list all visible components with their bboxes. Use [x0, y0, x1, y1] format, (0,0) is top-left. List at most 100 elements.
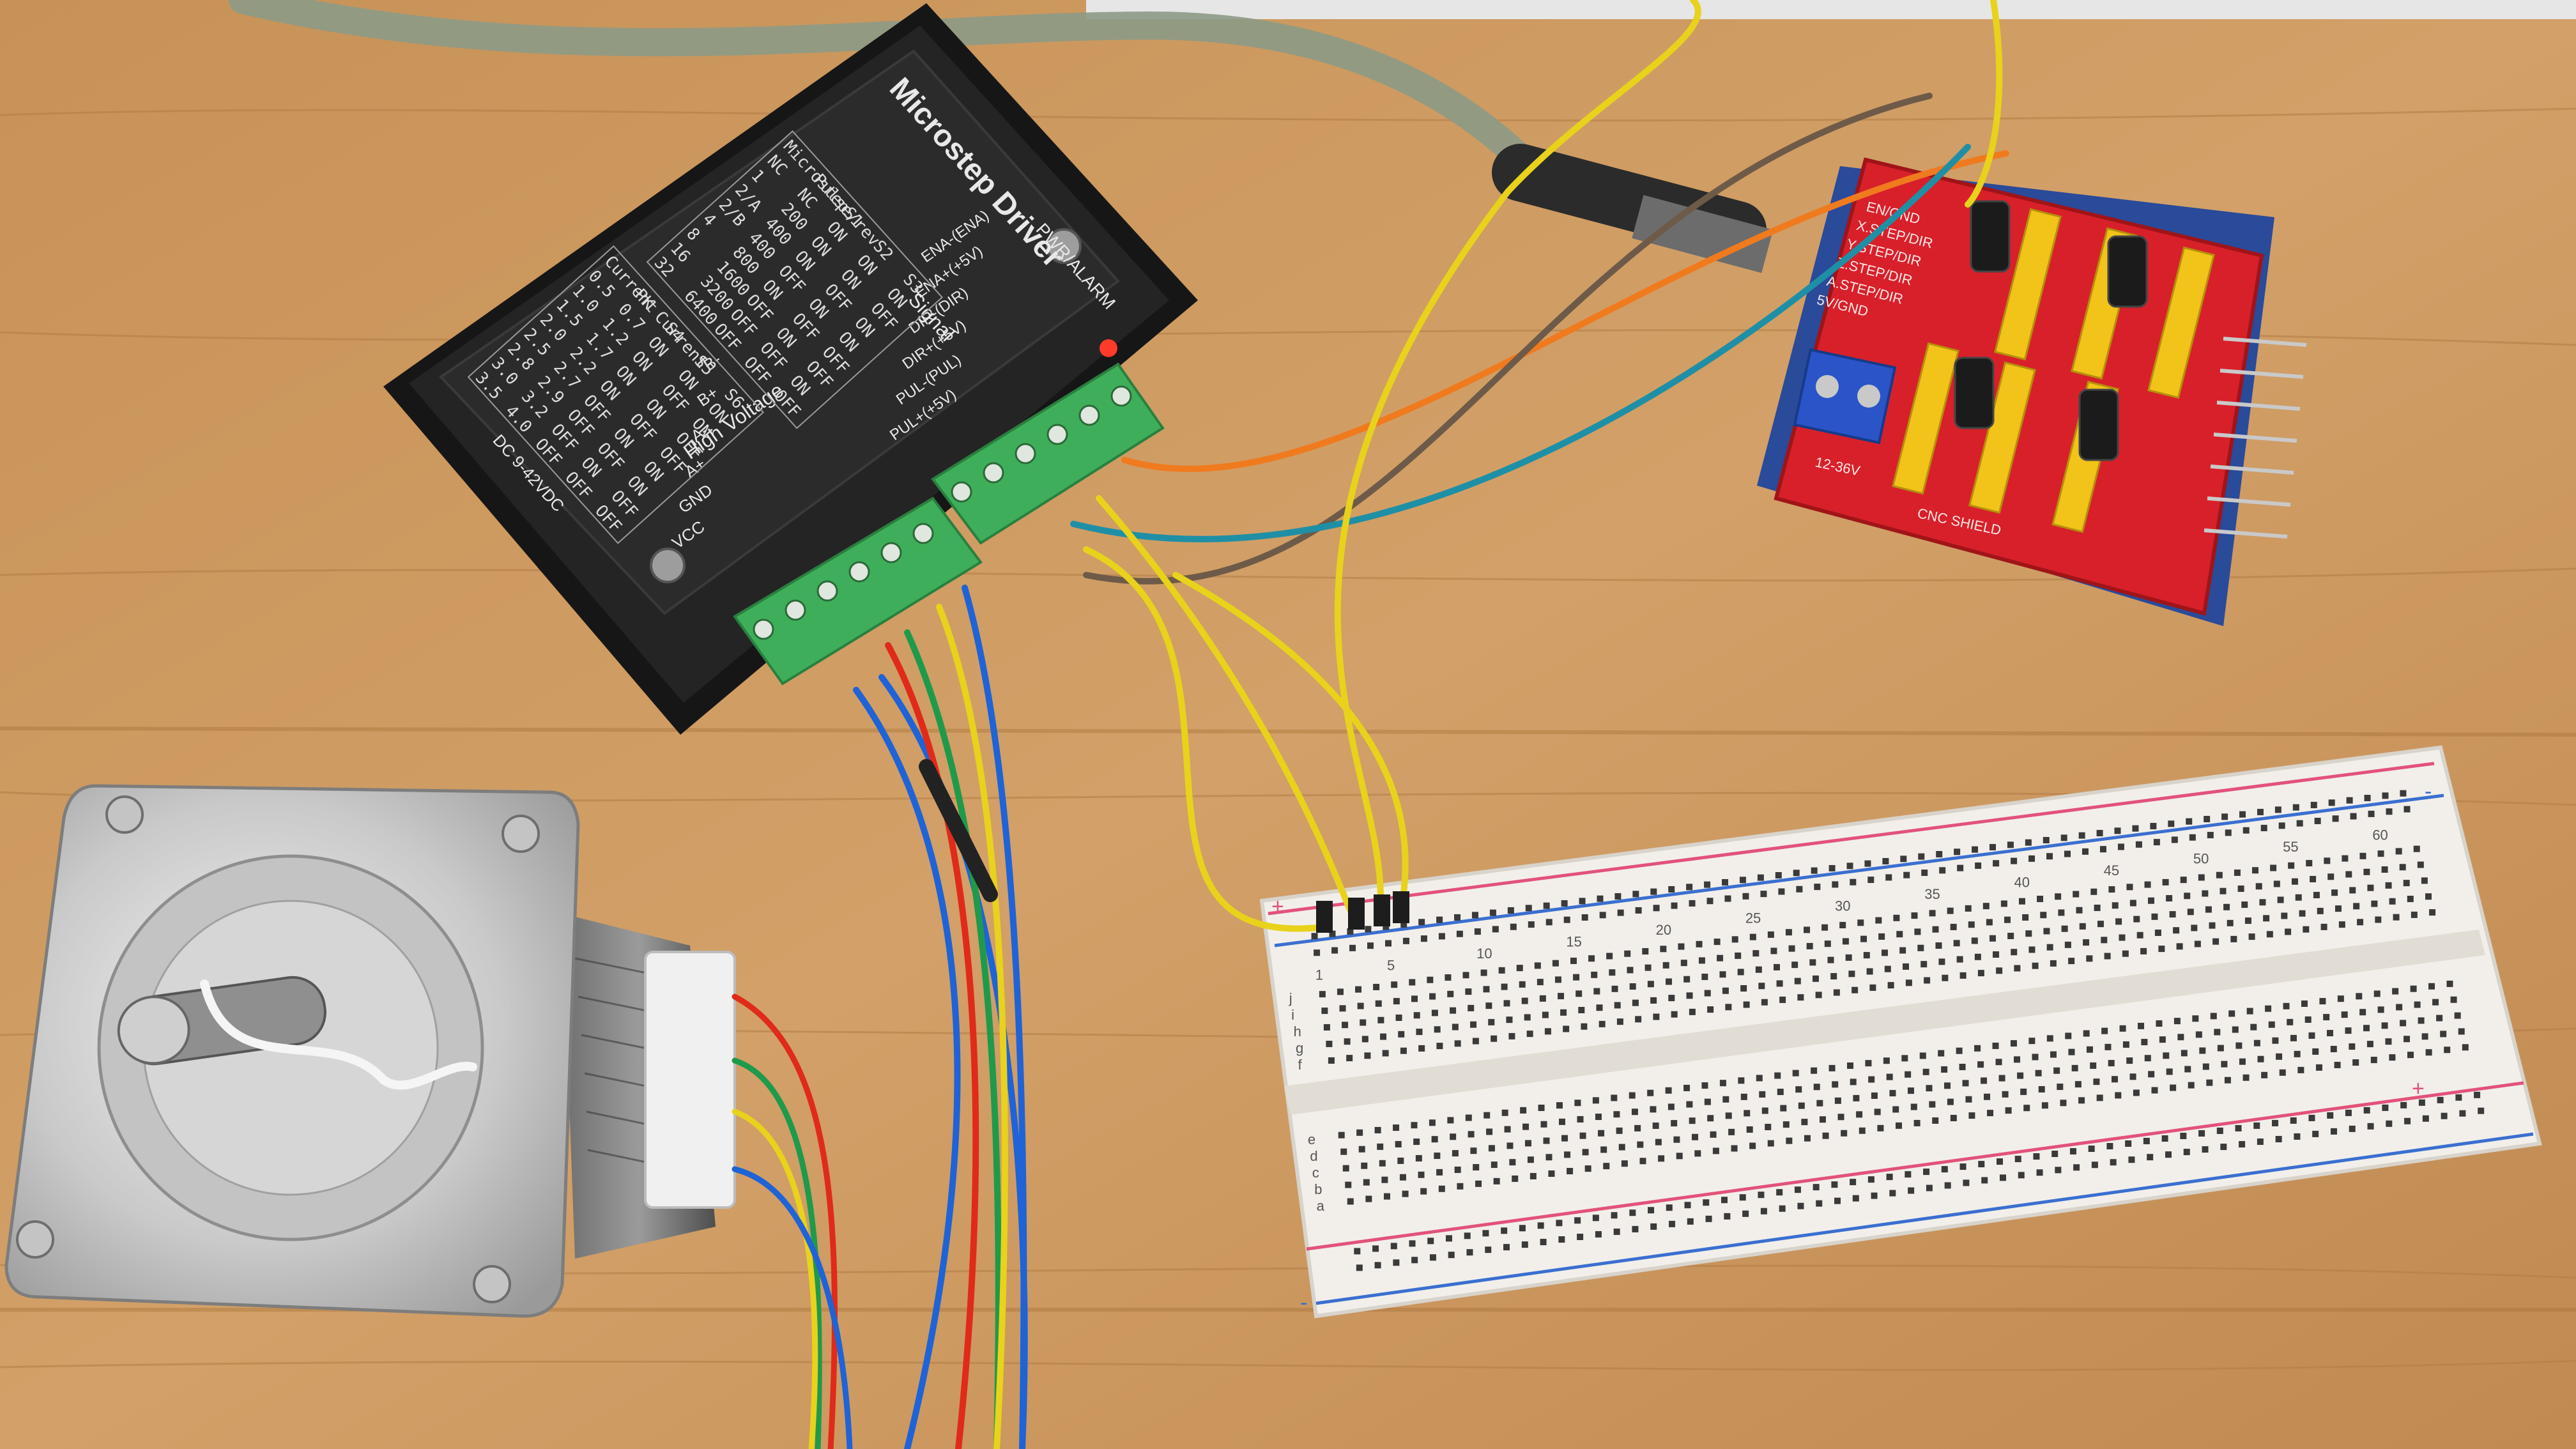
breadboard-hole[interactable] — [1644, 964, 1652, 971]
breadboard-hole[interactable] — [2363, 868, 2370, 875]
breadboard-hole[interactable] — [1815, 992, 1822, 999]
breadboard-hole[interactable] — [1731, 1145, 1738, 1152]
breadboard-hole[interactable] — [1381, 1176, 1388, 1183]
breadboard-hole[interactable] — [2291, 878, 2298, 885]
breadboard-hole[interactable] — [2334, 1061, 2341, 1068]
breadboard-hole[interactable] — [1782, 1121, 1790, 1128]
breadboard-hole[interactable] — [1743, 1001, 1750, 1008]
breadboard-hole[interactable] — [1563, 1025, 1570, 1032]
breadboard-hole[interactable] — [1683, 976, 1690, 983]
breadboard-hole[interactable] — [1813, 1084, 1820, 1091]
breadboard-hole[interactable] — [1632, 891, 1639, 898]
breadboard-hole[interactable] — [1395, 1140, 1402, 1147]
breadboard-hole[interactable] — [1429, 993, 1436, 1000]
breadboard-hole[interactable] — [1554, 976, 1561, 983]
breadboard-hole[interactable] — [1701, 973, 1708, 980]
breadboard-hole[interactable] — [2268, 1021, 2275, 1028]
breadboard-hole[interactable] — [1956, 956, 1963, 963]
breadboard-hole[interactable] — [1962, 1080, 1969, 1087]
breadboard-hole[interactable] — [2183, 1149, 2190, 1156]
breadboard-hole[interactable] — [1624, 950, 1631, 957]
breadboard-hole[interactable] — [2018, 1172, 2025, 1179]
breadboard-hole[interactable] — [1420, 935, 1427, 942]
breadboard-hole[interactable] — [2257, 1055, 2264, 1062]
breadboard-hole[interactable] — [2272, 1119, 2279, 1126]
breadboard-hole[interactable] — [1383, 923, 1390, 930]
breadboard-hole[interactable] — [1776, 1189, 1783, 1196]
breadboard-hole[interactable] — [2225, 829, 2232, 836]
breadboard-hole[interactable] — [1777, 1089, 1784, 1096]
breadboard-hole[interactable] — [2404, 1036, 2411, 1043]
breadboard-hole[interactable] — [2239, 1058, 2246, 1065]
breadboard-hole[interactable] — [2232, 1026, 2239, 1033]
breadboard-hole[interactable] — [2038, 1085, 2045, 1092]
breadboard-hole[interactable] — [1472, 1038, 1479, 1045]
breadboard-hole[interactable] — [2166, 1068, 2173, 1075]
breadboard-hole[interactable] — [1466, 1249, 1473, 1256]
breadboard-hole[interactable] — [2204, 816, 2211, 823]
breadboard-hole[interactable] — [1758, 1192, 1765, 1199]
breadboard-hole[interactable] — [2331, 889, 2338, 896]
breadboard-hole[interactable] — [2246, 1008, 2253, 1015]
breadboard-hole[interactable] — [1570, 957, 1577, 964]
breadboard-hole[interactable] — [1629, 1092, 1636, 1099]
breadboard-hole[interactable] — [2028, 855, 2035, 862]
breadboard-hole[interactable] — [1434, 1026, 1441, 1033]
breadboard-hole[interactable] — [1544, 1028, 1551, 1035]
breadboard-hole[interactable] — [1642, 948, 1649, 955]
breadboard-hole[interactable] — [2330, 1045, 2337, 1052]
breadboard-hole[interactable] — [1779, 1205, 1786, 1212]
breadboard-hole[interactable] — [2046, 1035, 2053, 1042]
breadboard-hole[interactable] — [1377, 1016, 1384, 1023]
breadboard-hole[interactable] — [2455, 1094, 2462, 1101]
breadboard-hole[interactable] — [1910, 1103, 1917, 1110]
breadboard-hole[interactable] — [1850, 1078, 1857, 1085]
breadboard-hole[interactable] — [1363, 1179, 1370, 1186]
breadboard-hole[interactable] — [1346, 1055, 1353, 1062]
breadboard-hole[interactable] — [2180, 877, 2187, 884]
breadboard-hole[interactable] — [2135, 841, 2142, 848]
breadboard-hole[interactable] — [2133, 916, 2140, 923]
breadboard-hole[interactable] — [1614, 893, 1621, 900]
breadboard-hole[interactable] — [2253, 1039, 2260, 1046]
breadboard-hole[interactable] — [1867, 877, 1874, 884]
breadboard-hole[interactable] — [2377, 850, 2384, 857]
breadboard-hole[interactable] — [2359, 852, 2366, 859]
breadboard-hole[interactable] — [1567, 1168, 1574, 1175]
breadboard-hole[interactable] — [1356, 1129, 1363, 1136]
breadboard-hole[interactable] — [1845, 954, 1852, 961]
breadboard-hole[interactable] — [1770, 947, 1777, 954]
breadboard-hole[interactable] — [1959, 1064, 1966, 1071]
breadboard-hole[interactable] — [1740, 1093, 1747, 1100]
breadboard-hole[interactable] — [1959, 972, 1966, 979]
breadboard-hole[interactable] — [1941, 1066, 1948, 1073]
breadboard-hole[interactable] — [1427, 976, 1434, 983]
breadboard-hole[interactable] — [1450, 1133, 1457, 1140]
breadboard-hole[interactable] — [2141, 1039, 2148, 1046]
breadboard-hole[interactable] — [2051, 1151, 2058, 1158]
breadboard-hole[interactable] — [2363, 1025, 2370, 1032]
breadboard-hole[interactable] — [1328, 1057, 1335, 1064]
breadboard-hole[interactable] — [1794, 1186, 1801, 1193]
breadboard-hole[interactable] — [1543, 902, 1550, 909]
breadboard-hole[interactable] — [2313, 891, 2320, 898]
breadboard-hole[interactable] — [2345, 871, 2352, 878]
breadboard-hole[interactable] — [1545, 1154, 1552, 1161]
breadboard-hole[interactable] — [1956, 1047, 1963, 1054]
breadboard-hole[interactable] — [2150, 823, 2157, 830]
breadboard-hole[interactable] — [2195, 1031, 2202, 1038]
breadboard-hole[interactable] — [1668, 995, 1675, 1002]
breadboard-hole[interactable] — [1846, 862, 1853, 870]
breadboard-hole[interactable] — [1938, 1050, 1945, 1057]
breadboard-hole[interactable] — [1522, 1123, 1529, 1130]
breadboard-hole[interactable] — [1678, 943, 1685, 950]
breadboard-hole[interactable] — [2073, 1164, 2080, 1171]
breadboard-hole[interactable] — [1488, 1145, 1495, 1152]
breadboard-hole[interactable] — [1498, 967, 1505, 974]
breadboard-hole[interactable] — [2227, 919, 2234, 926]
breadboard-hole[interactable] — [2007, 841, 2014, 848]
breadboard-hole[interactable] — [2418, 1017, 2425, 1024]
breadboard-hole[interactable] — [2132, 825, 2139, 832]
breadboard-hole[interactable] — [2202, 890, 2209, 897]
breadboard-hole[interactable] — [1917, 944, 1924, 951]
